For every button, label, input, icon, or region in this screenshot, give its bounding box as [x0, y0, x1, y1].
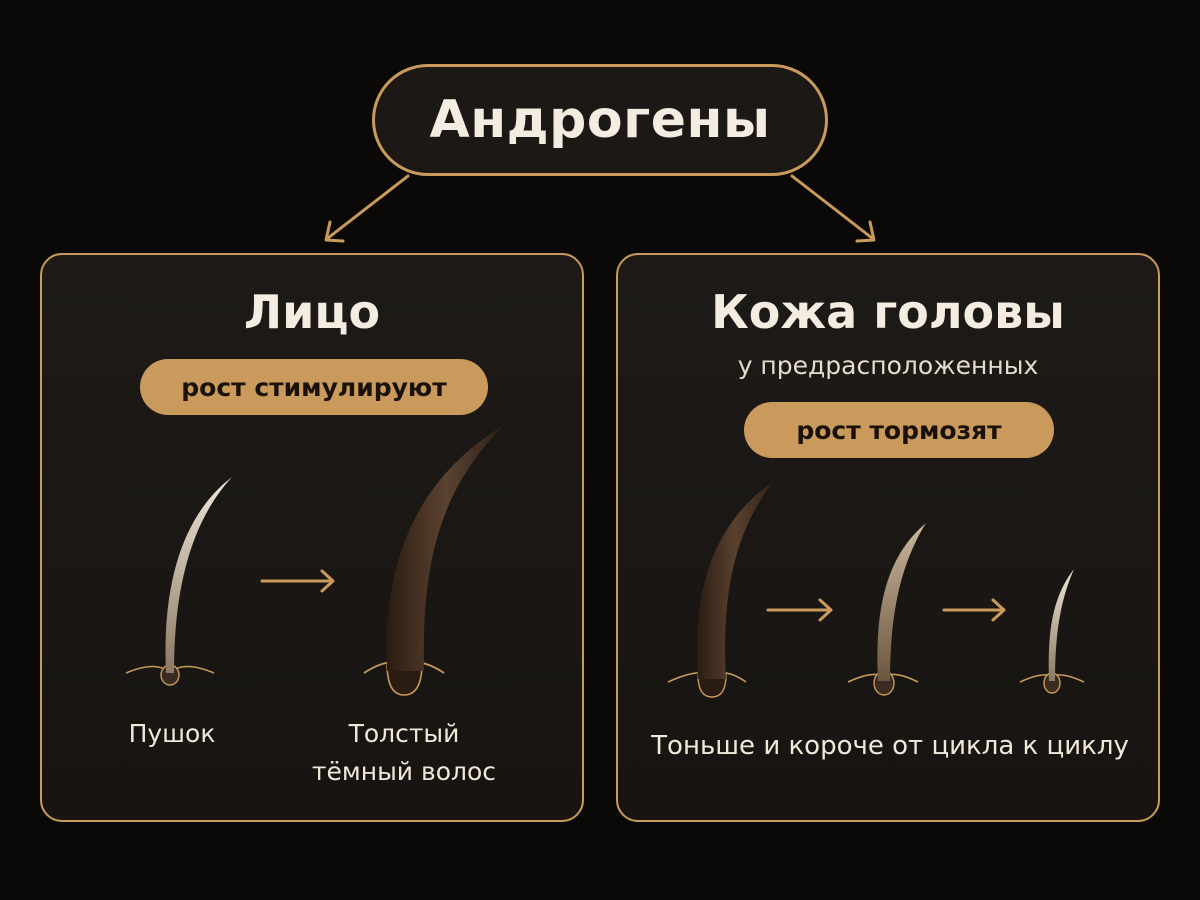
thin-hair-icon	[1019, 569, 1085, 694]
connector-left	[326, 174, 410, 240]
arrow-right-icon	[942, 598, 1006, 622]
root-label: Андрогены	[429, 90, 771, 150]
caption-vellus: Пушок	[128, 719, 216, 748]
scalp-badge: рост тормозят	[744, 402, 1054, 458]
terminal-hair-icon	[363, 425, 504, 696]
arrow-right-icon	[260, 569, 335, 593]
medium-hair-icon	[847, 523, 926, 696]
scalp-panel: Кожа головы у предрасположенных рост тор…	[616, 253, 1160, 822]
arrowhead-right	[855, 220, 876, 243]
caption-terminal-line1: Толстый	[348, 719, 460, 748]
face-illustration	[125, 425, 504, 696]
face-badge: рост стимулируют	[140, 359, 488, 415]
scalp-title: Кожа головы	[711, 285, 1065, 339]
scalp-subtitle: у предрасположенных	[737, 351, 1039, 380]
arrow-right-icon	[766, 598, 833, 622]
vellus-hair-icon	[125, 477, 232, 686]
face-panel: Лицо рост стимулируют	[40, 253, 584, 822]
caption-terminal-line2: тёмный волос	[311, 757, 497, 786]
face-title: Лицо	[243, 285, 381, 339]
arrowhead-left	[324, 220, 345, 243]
connector-right	[790, 174, 874, 240]
scalp-illustration	[667, 481, 1085, 698]
root-node-androgens: Андрогены	[372, 64, 828, 176]
thick-hair-icon	[667, 481, 774, 698]
scalp-caption: Тоньше и короче от цикла к циклу	[651, 731, 1129, 761]
